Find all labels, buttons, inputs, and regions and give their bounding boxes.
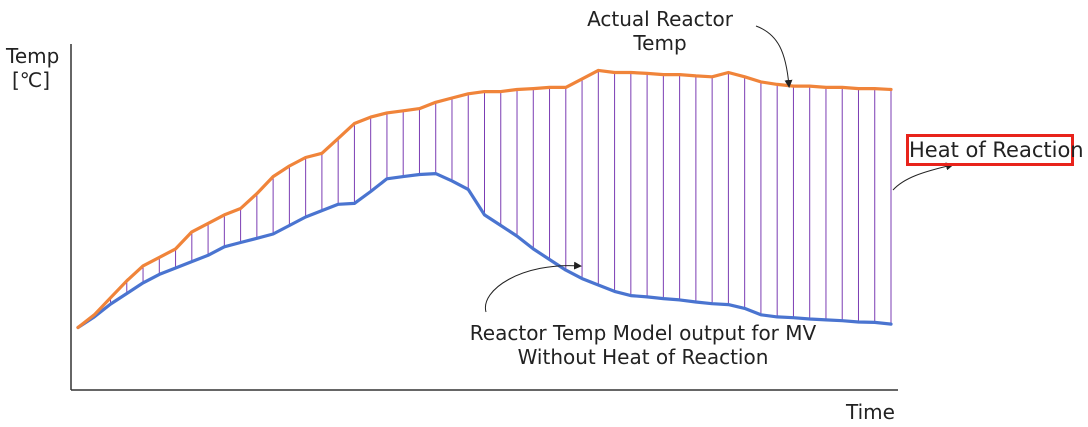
series-group	[76, 68, 893, 330]
y-axis-label-line-1: Temp	[6, 44, 60, 68]
actual-temp-pointer-arrow	[755, 25, 793, 88]
heat-of-reaction-label: Heat of Reaction	[906, 134, 1084, 166]
heat-of-reaction-hatch	[93, 70, 892, 325]
actual-temp-line	[76, 68, 893, 330]
x-axis-label: Time	[846, 400, 895, 424]
model-output-pointer-arrow	[484, 261, 582, 313]
y-axis-label: Temp [℃]	[6, 44, 60, 92]
model-output-annotation: Reactor Temp Model output for MV Without…	[438, 321, 848, 369]
actual-temp-annotation-line-2: Temp	[633, 31, 687, 55]
heat-of-reaction-pointer-arrow	[892, 162, 954, 191]
model-output-annotation-line-2: Without Heat of Reaction	[517, 345, 769, 369]
actual-temp-annotation-line-1: Actual Reactor	[587, 7, 733, 31]
model-output-annotation-line-1: Reactor Temp Model output for MV	[469, 321, 817, 345]
model-output-line	[76, 172, 893, 330]
y-axis-label-line-2: [℃]	[11, 68, 51, 92]
actual-temp-annotation: Actual Reactor Temp	[560, 7, 760, 55]
